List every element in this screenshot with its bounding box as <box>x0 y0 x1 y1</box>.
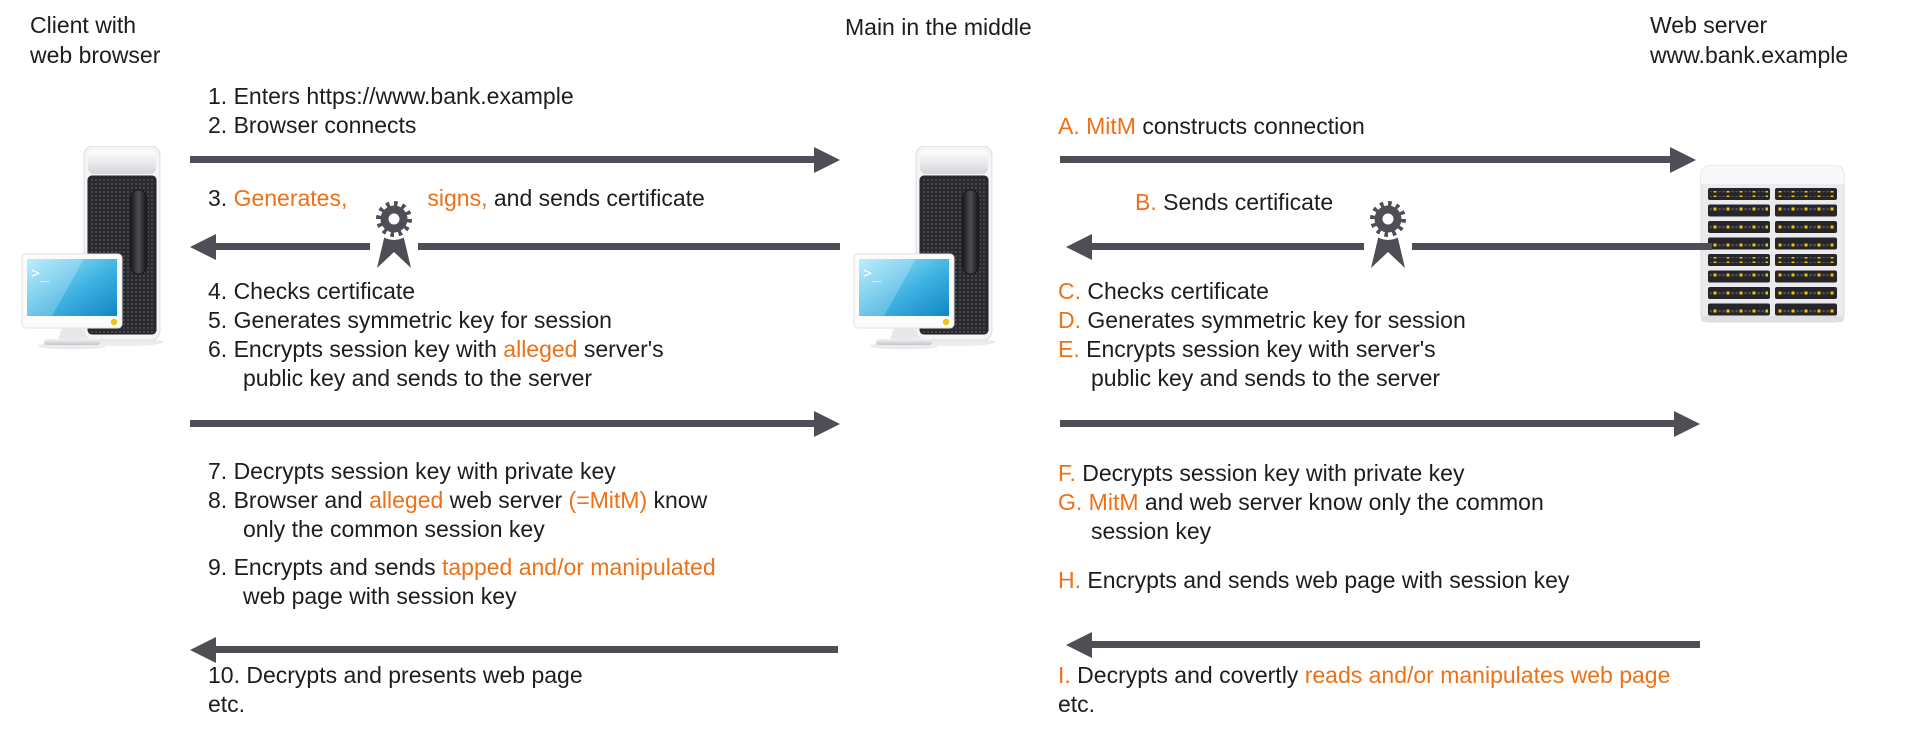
client-step-8-b: web server <box>443 487 569 513</box>
client-step-8-a: 8. Browser and <box>208 487 370 513</box>
mitm-step-g-rest: and web server know only the common <box>1138 489 1544 515</box>
client-step-9: 9. Encrypts and sends tapped and/or mani… <box>208 553 716 611</box>
mitm-step-d-accent: D. <box>1058 307 1081 333</box>
mitm-computer-icon: >_ <box>850 145 1000 356</box>
client-step-8-cont: only the common session key <box>243 516 545 542</box>
client-steps-4-6: 4. Checks certificate 5. Generates symme… <box>208 277 664 393</box>
mitm-steps-c-e: C. Checks certificate D. Generates symme… <box>1058 277 1466 393</box>
server-header: Web server www.bank.example <box>1650 10 1848 70</box>
client-step-9-main: 9. Encrypts and sends tapped and/or mani… <box>208 553 716 582</box>
client-step-8-alleged: alleged <box>369 487 444 513</box>
client-step-3: 3. Generates, signs, and sends certificat… <box>208 184 705 213</box>
client-step-9-accent: tapped and/or manipulated <box>441 554 716 580</box>
client-step-3-number: 3. <box>208 185 234 211</box>
mitm-step-h-rest: Encrypts and sends web page with session… <box>1081 567 1570 593</box>
client-step-10-etc: etc. <box>208 691 246 717</box>
client-step-9-cont: web page with session key <box>243 583 517 609</box>
server-units <box>1708 188 1837 316</box>
mitm-step-b: B. Sends certificate <box>1135 188 1333 217</box>
server-rack-icon <box>1700 164 1848 333</box>
mitm-step-g-accent: G. MitM <box>1058 489 1139 515</box>
mitm-header: Main in the middle <box>845 14 1032 40</box>
arrow-mitm-to-client-certificate <box>190 233 840 260</box>
client-step-3-suffix: and sends certificate <box>487 185 705 211</box>
client-step-6-cont: public key and sends to the server <box>243 365 593 391</box>
client-step-10-main: 10. Decrypts and presents web page <box>208 662 583 688</box>
mitm-step-c-accent: C. <box>1058 278 1081 304</box>
server-header-line2: www.bank.example <box>1650 42 1849 68</box>
mitm-step-e-cont: public key and sends to the server <box>1091 365 1441 391</box>
mitm-step-c-rest: Checks certificate <box>1081 278 1269 304</box>
client-step-6-b: server's <box>577 336 664 362</box>
mitm-step-e-accent: E. <box>1058 336 1080 362</box>
mitm-step-e-rest: Encrypts session key with server's <box>1079 336 1436 362</box>
client-step-5: 5. Generates symmetric key for session <box>208 307 612 333</box>
arrow-mitm-to-server-connect <box>1060 146 1696 173</box>
client-steps-1-2: 1. Enters https://www.bank.example 2. Br… <box>208 82 574 140</box>
arrow-client-to-mitm-connect <box>190 146 840 173</box>
mitm-step-a-accent: A. MitM <box>1058 113 1136 139</box>
mitm-step-i-accent: I. <box>1058 662 1071 688</box>
client-step-4: 4. Checks certificate <box>208 278 416 304</box>
svg-text:>_: >_ <box>31 264 50 282</box>
certificate-seal-icon-left <box>370 198 418 277</box>
server-header-line1: Web server <box>1650 12 1768 38</box>
client-step-3-signs: signs, <box>427 185 488 211</box>
client-header: Client with web browser <box>30 10 160 70</box>
client-step-8-c: know <box>647 487 708 513</box>
mitm-step-b-rest: Sends certificate <box>1156 189 1334 215</box>
mitm-step-g: G. MitM and web server know only the com… <box>1058 488 1544 517</box>
arrow-client-to-mitm-session-key <box>190 410 840 437</box>
arrow-mitm-to-server-session-key <box>1060 410 1700 437</box>
client-step-6-alleged: alleged <box>503 336 578 362</box>
client-step-7: 7. Decrypts session key with private key <box>208 458 616 484</box>
mitm-step-e: E. Encrypts session key with server's <box>1058 335 1466 364</box>
mitm-step-d: D. Generates symmetric key for session <box>1058 306 1466 335</box>
mitm-steps-f-g: F. Decrypts session key with private key… <box>1058 459 1544 546</box>
mitm-step-g-cont: session key <box>1091 518 1212 544</box>
client-step-3-generates: Generates, <box>233 185 348 211</box>
mitm-step-f-accent: F. <box>1058 460 1076 486</box>
mitm-step-h-accent: H. <box>1058 567 1081 593</box>
client-step-6-a: 6. Encrypts session key with <box>208 336 504 362</box>
mitm-step-a-rest: constructs connection <box>1135 113 1365 139</box>
client-computer-icon: >_ <box>18 145 168 356</box>
mitm-step-i: I. Decrypts and covertly reads and/or ma… <box>1058 661 1670 719</box>
client-step-6: 6. Encrypts session key with alleged ser… <box>208 335 664 364</box>
mitm-step-i-accent2: reads and/or manipulates web page <box>1304 662 1671 688</box>
client-steps-7-8: 7. Decrypts session key with private key… <box>208 457 707 544</box>
svg-text:>_: >_ <box>863 264 882 282</box>
mitm-step-i-etc: etc. <box>1058 691 1096 717</box>
arrow-mitm-to-client-webpage <box>190 636 838 663</box>
certificate-seal-icon-right <box>1364 198 1412 277</box>
client-header-line1: Client with <box>30 12 137 38</box>
client-step-2: 2. Browser connects <box>208 112 417 138</box>
client-step-8-mitm: (=MitM) <box>568 487 648 513</box>
mitm-step-i-main: I. Decrypts and covertly reads and/or ma… <box>1058 661 1670 690</box>
mitm-step-i-mid: Decrypts and covertly <box>1070 662 1305 688</box>
mitm-step-h: H. Encrypts and sends web page with sess… <box>1058 566 1569 595</box>
client-step-10: 10. Decrypts and presents web page etc. <box>208 661 583 719</box>
mitm-step-f-rest: Decrypts session key with private key <box>1075 460 1465 486</box>
client-step-8: 8. Browser and alleged web server (=MitM… <box>208 486 707 515</box>
client-header-line2: web browser <box>30 42 161 68</box>
mitm-step-c: C. Checks certificate <box>1058 277 1466 306</box>
client-step-9-a: 9. Encrypts and sends <box>208 554 442 580</box>
mitm-step-d-rest: Generates symmetric key for session <box>1081 307 1466 333</box>
mitm-step-a: A. MitM constructs connection <box>1058 112 1365 141</box>
client-step-1: 1. Enters https://www.bank.example <box>208 83 574 109</box>
arrow-server-to-mitm-webpage <box>1066 631 1700 658</box>
mitm-step-f: F. Decrypts session key with private key <box>1058 459 1544 488</box>
mitm-step-b-accent: B. <box>1135 189 1157 215</box>
